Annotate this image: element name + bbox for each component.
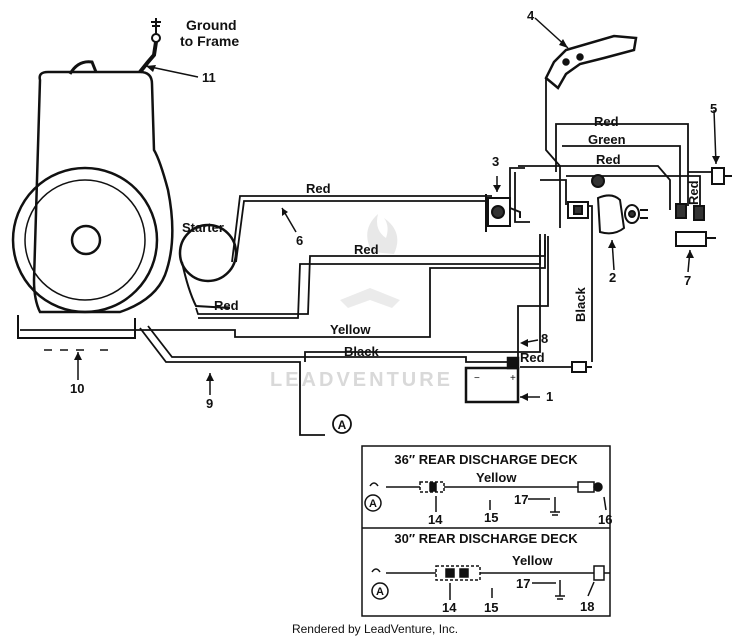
- ground-wire: [68, 18, 161, 75]
- deck36-circle-a: [364, 494, 382, 512]
- deck36-callout-15: 15: [484, 510, 498, 525]
- engine: [11, 70, 174, 339]
- callout-7: 7: [684, 273, 691, 288]
- wire-red-vertical-label: Red: [686, 180, 701, 205]
- deck36-yellow-label: Yellow: [476, 470, 517, 485]
- deck-inset-box: [361, 445, 611, 617]
- wire-red-6-label: Red: [306, 181, 331, 196]
- ignition-switch: [485, 194, 521, 232]
- callout-4: 4: [527, 8, 535, 23]
- wire-red-battery-label: Red: [520, 350, 545, 365]
- deck36-callout-17: 17: [514, 492, 528, 507]
- deck36-title: 36″ REAR DISCHARGE DECK: [394, 452, 578, 467]
- reference-a-label: A: [338, 418, 347, 432]
- deck30-yellow-label: Yellow: [512, 553, 553, 568]
- deck30-callout-17: 17: [516, 576, 530, 591]
- deck30-a-label: A: [376, 586, 384, 598]
- wire-red-middle-label: Red: [354, 242, 379, 257]
- watermark-logo: [340, 214, 400, 308]
- deck36-a-label: A: [369, 498, 377, 510]
- callout-6: 6: [296, 233, 303, 248]
- wire-green-label: Green: [588, 132, 626, 147]
- deck30-callout-18: 18: [580, 599, 594, 614]
- reference-circle-a: [332, 414, 352, 434]
- callout-10: 10: [70, 381, 84, 396]
- svg-text:−: −: [474, 373, 480, 384]
- deck36-callout-14: 14: [428, 512, 443, 527]
- deck30-callout-15: 15: [484, 600, 498, 615]
- deck30-callout-14: 14: [442, 600, 457, 615]
- svg-text:+: +: [510, 373, 516, 384]
- safety-switches: [675, 167, 732, 247]
- deck36-wiring: [369, 481, 607, 516]
- wire-red-upper-label: Red: [596, 152, 621, 167]
- callout-5: 5: [710, 101, 717, 116]
- starter-label: Starter: [182, 220, 224, 235]
- callout-1: 1: [546, 389, 553, 404]
- wire-connector: [571, 361, 592, 373]
- starter-motor: [178, 223, 238, 309]
- wire-black-vertical-label: Black: [573, 287, 588, 322]
- leader-arrowheads: [74, 39, 720, 401]
- callout-2: 2: [609, 270, 616, 285]
- wire-yellow-label: Yellow: [330, 322, 371, 337]
- starter-solenoid: [567, 194, 648, 235]
- callout-3: 3: [492, 154, 499, 169]
- deck30-circle-a: [371, 582, 389, 600]
- watermark-text: LEADVENTURE: [270, 369, 453, 391]
- footer-credit: Rendered by LeadVenture, Inc.: [292, 622, 458, 636]
- deck30-wiring: [371, 565, 610, 600]
- harness-wires: [20, 78, 712, 436]
- callout-11: 11: [202, 70, 216, 85]
- battery: − +: [464, 356, 520, 404]
- ground-label: Ground: [186, 17, 237, 33]
- fuse-connector: [591, 174, 605, 188]
- deck30-title: 30″ REAR DISCHARGE DECK: [394, 531, 578, 546]
- to-frame-label: to Frame: [180, 33, 239, 49]
- deck36-callout-16: 16: [598, 512, 612, 527]
- brake-pedal: [544, 34, 638, 90]
- wire-red-starter-label: Red: [214, 298, 239, 313]
- callout-8: 8: [541, 331, 548, 346]
- wire-black-label: Black: [344, 344, 379, 359]
- callout-9: 9: [206, 396, 213, 411]
- wire-red-top-label: Red: [594, 114, 619, 129]
